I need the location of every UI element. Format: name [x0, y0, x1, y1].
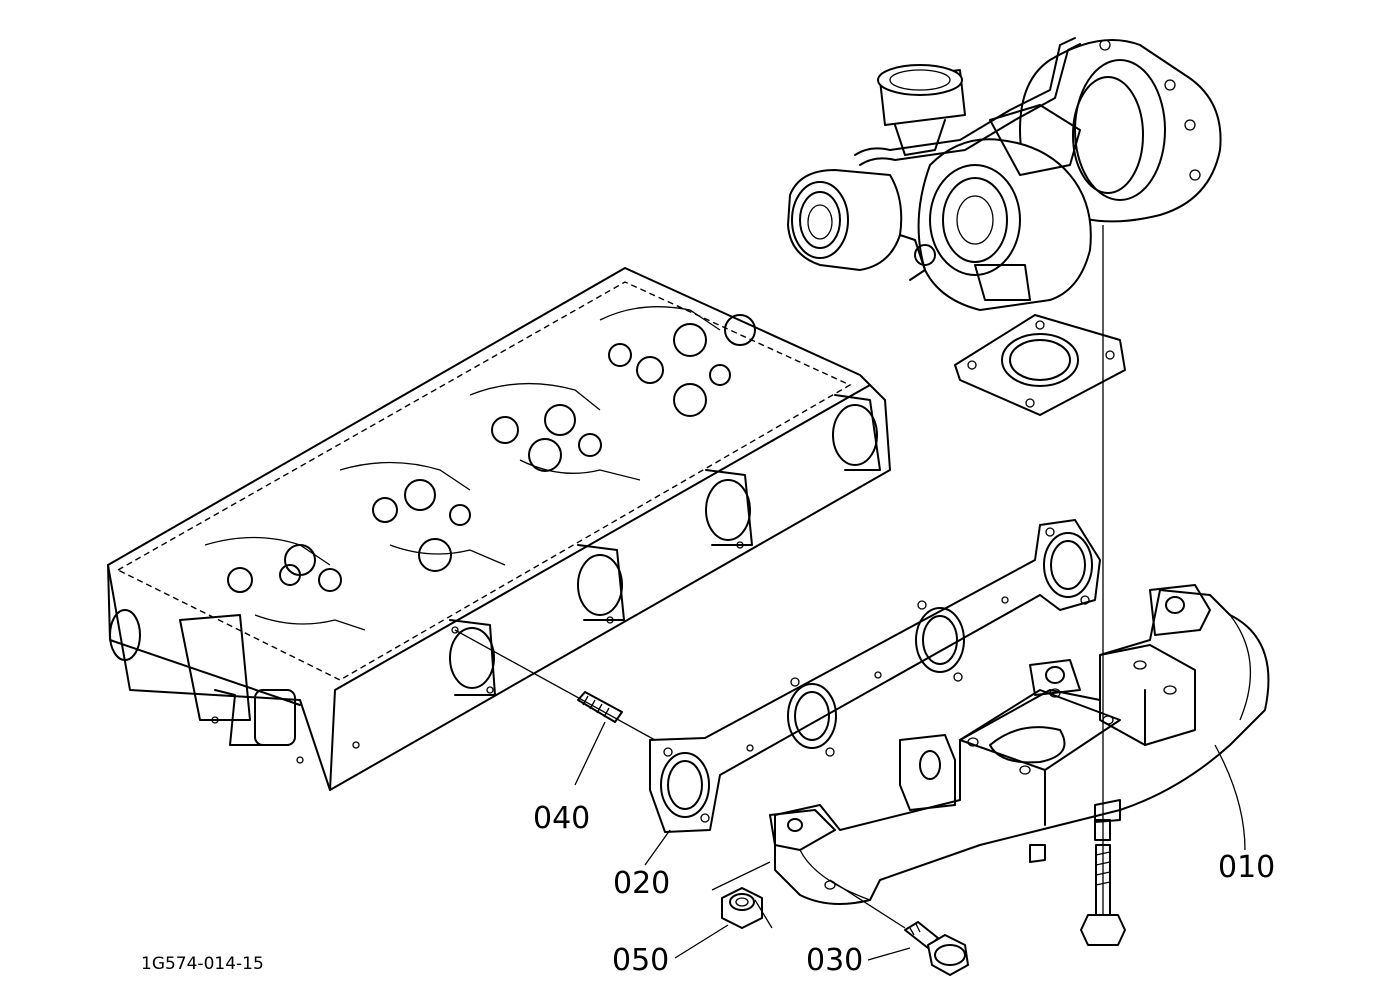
- head-end-face: [109, 609, 296, 746]
- callout-050: 050: [612, 943, 669, 978]
- drawing-code: 1G574-014-15: [141, 954, 264, 974]
- callout-040: 040: [533, 801, 590, 836]
- callout-010-leader: [1214, 744, 1246, 851]
- callout-040-leader: [574, 721, 606, 786]
- stud-bolt: [574, 691, 623, 786]
- callout-020-leader: [644, 829, 671, 866]
- callout-020: 020: [613, 866, 670, 901]
- callout-030-leader: [867, 947, 911, 961]
- callout-030: 030: [806, 943, 863, 978]
- cylinder-head: [107, 267, 891, 791]
- callout-010: 010: [1218, 850, 1275, 885]
- flange-bolt: [829, 879, 969, 976]
- flange-nut: [674, 861, 773, 959]
- turbo-mounting-bolt: [1080, 819, 1126, 946]
- exhaust-manifold-gasket: [644, 519, 1101, 866]
- turbocharger: [787, 37, 1222, 311]
- head-exhaust-ports: [449, 394, 881, 696]
- head-bolt-holes: [211, 541, 744, 764]
- turbocharger-gasket: [954, 314, 1126, 416]
- head-port-clusters: [204, 306, 756, 631]
- exhaust-manifold: [769, 584, 1270, 905]
- callout-050-leader: [674, 924, 729, 959]
- stud-leader-line: [454, 629, 656, 741]
